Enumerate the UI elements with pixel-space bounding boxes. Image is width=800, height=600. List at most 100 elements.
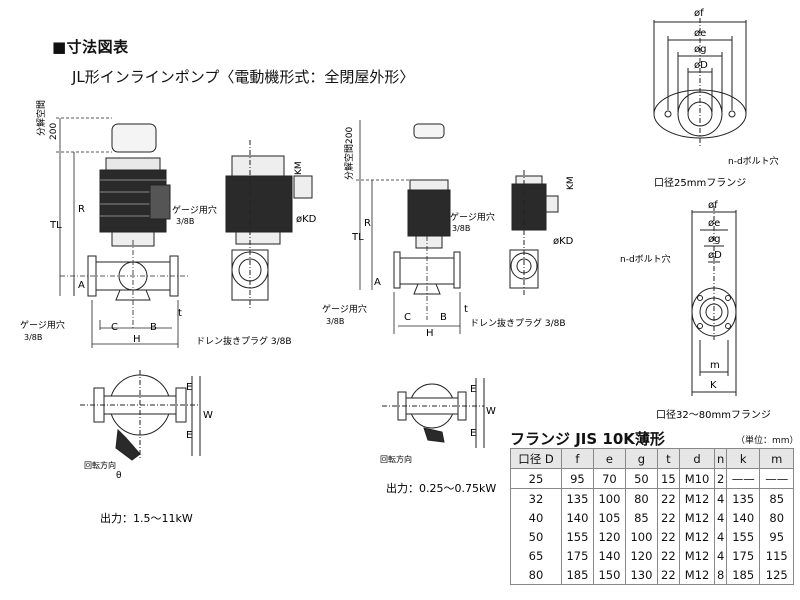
left-dim-e-bottom: E	[186, 430, 192, 441]
f80-dim-d: øD	[708, 250, 722, 261]
table-cell: ——	[725, 468, 761, 489]
table-cell: 100	[592, 488, 626, 508]
left-output-caption: 出力：1.5〜11kW	[100, 511, 193, 525]
table-cell: 85	[624, 508, 658, 527]
table-cell: 175	[560, 546, 594, 565]
left-gauge-size: 3/8B	[176, 217, 194, 226]
middle-gauge-label: ゲージ用穴	[450, 211, 495, 223]
f80-dim-m: m	[710, 360, 720, 371]
table-cell: 22	[656, 527, 680, 546]
table-cell: 140	[560, 508, 594, 527]
middle-dim-c: C	[404, 312, 411, 323]
table-cell: M12	[678, 508, 716, 527]
table-unit: （単位：mm）	[736, 436, 799, 446]
table-cell: 140	[592, 546, 626, 565]
table-cell: 80	[510, 565, 562, 585]
col-header: m	[759, 448, 794, 469]
middle-dim-e-top: E	[470, 384, 476, 395]
table-cell: 155	[560, 527, 594, 546]
middle-dim-b: B	[440, 312, 447, 323]
middle-dim-t: t	[464, 304, 468, 315]
left-pump-end-view	[225, 140, 313, 310]
table-cell: 140	[725, 508, 761, 527]
table-cell: 185	[725, 565, 761, 585]
table-cell: 130	[624, 565, 658, 585]
table-cell: M12	[678, 488, 716, 508]
left-dim-200: 200	[49, 123, 59, 140]
left-dim-tl: TL	[49, 220, 62, 231]
table-cell: 115	[759, 546, 794, 565]
left-rotation-label: 回転方向	[84, 460, 116, 470]
table-cell: 95	[759, 527, 794, 546]
table-cell: 25	[510, 468, 562, 489]
middle-pump-side-view	[393, 123, 461, 295]
table-cell: 4	[714, 527, 727, 546]
middle-dim-disassembly: 分解空間200	[343, 127, 355, 180]
table-cell: 150	[592, 565, 626, 585]
middle-dim-r: R	[364, 218, 371, 229]
middle-dim-e-bottom: E	[470, 428, 476, 439]
left-dim-km: KM	[294, 161, 304, 175]
left-dim-disassembly: 分解空間	[35, 100, 47, 136]
page-heading: ■寸法図表	[52, 38, 129, 56]
left-dim-h: H	[133, 334, 141, 345]
table-cell: 120	[592, 527, 626, 546]
table-cell: M12	[678, 527, 716, 546]
col-header: f	[560, 448, 594, 469]
f25-bolt-label: n-dボルト穴	[728, 155, 779, 167]
f25-dim-d: øD	[694, 60, 708, 71]
middle-gauge-size: 3/8B	[452, 224, 470, 233]
table-cell: M12	[678, 565, 716, 585]
table-cell: 22	[656, 488, 680, 508]
left-dim-r: R	[78, 204, 85, 215]
left-dim-kd: øKD	[296, 214, 317, 225]
table-cell: 65	[510, 546, 562, 565]
table-cell: 120	[624, 546, 658, 565]
col-header: 口径 D	[510, 448, 562, 469]
left-pump-dimension-lines	[56, 117, 190, 348]
table-cell: 40	[510, 508, 562, 527]
flange-25-drawing	[653, 18, 747, 146]
table-title: フランジ JIS 10K薄形	[510, 430, 665, 448]
flange-32-80-drawing	[691, 206, 737, 396]
f80-dim-e: øe	[708, 218, 720, 229]
middle-output-caption: 出力：0.25〜0.75kW	[386, 481, 496, 495]
table-cell: 15	[656, 468, 680, 489]
col-header: t	[656, 448, 680, 469]
table-cell: 4	[714, 508, 727, 527]
table-cell: 50	[624, 468, 658, 489]
left-dim-c: C	[111, 322, 118, 333]
left-drain-label: ドレン抜きプラグ 3/8B	[196, 335, 292, 347]
f25-dim-e: øe	[694, 28, 706, 39]
f80-dim-k: K	[710, 380, 717, 391]
table-cell: M10	[678, 468, 716, 489]
left-dim-w: W	[203, 410, 213, 421]
f80-dim-g: øg	[708, 234, 720, 245]
table-cell: 95	[560, 468, 594, 489]
middle-dim-kd: øKD	[553, 236, 574, 247]
middle-rotation-label: 回転方向	[380, 454, 412, 464]
table-cell: 50	[510, 527, 562, 546]
left-dim-t: t	[178, 308, 182, 319]
table-cell: 185	[560, 565, 594, 585]
middle-pump-plan-view	[382, 378, 485, 448]
table-cell: 22	[656, 508, 680, 527]
left-gauge-label: ゲージ用穴	[172, 204, 217, 216]
table-cell: 2	[714, 468, 727, 489]
left-theta: θ	[116, 471, 122, 481]
table-cell: 22	[656, 565, 680, 585]
middle-pump-dimension-lines	[356, 120, 461, 334]
table-cell: 135	[725, 488, 761, 508]
col-header: e	[592, 448, 626, 469]
left-pump-plan-view	[80, 370, 201, 461]
left-dim-b: B	[150, 322, 157, 333]
middle-dim-w: W	[486, 406, 496, 417]
middle-drain-label: ドレン抜きプラグ 3/8B	[470, 317, 566, 329]
